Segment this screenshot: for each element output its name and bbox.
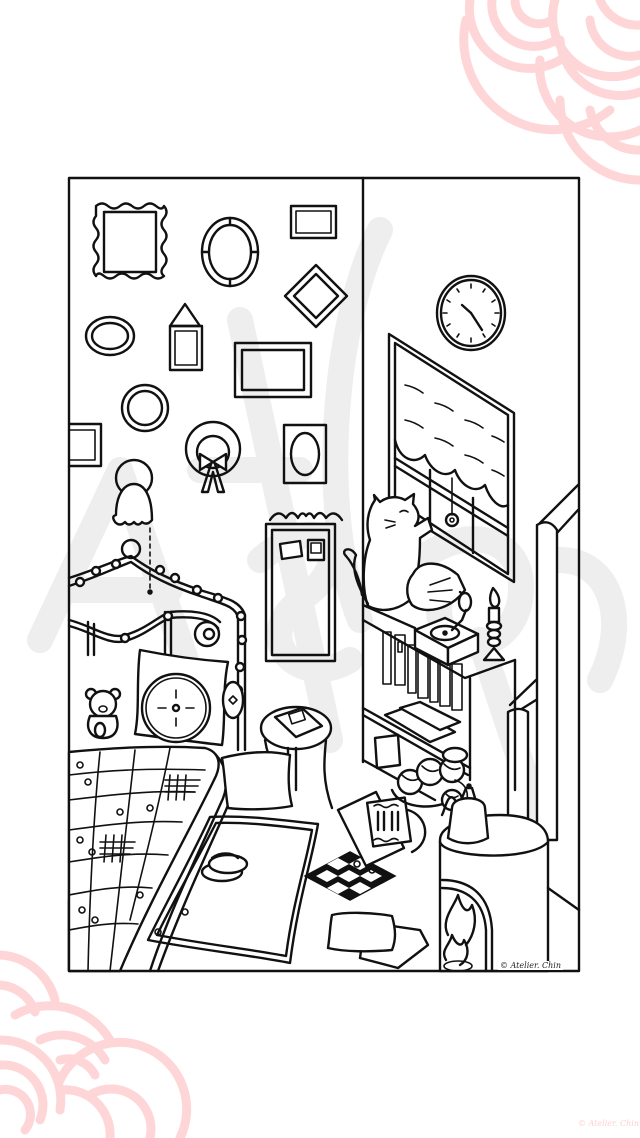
quilt-plaid-patch [99,774,201,863]
slippers [200,852,249,883]
house-shaped-frame [168,302,204,372]
oval-portrait-frame [282,423,328,485]
diamond-frame [283,263,349,329]
clock-minute-hand [469,311,484,332]
book-on-table [273,706,324,739]
oval-frame [84,315,136,357]
floor-pillow [326,911,430,970]
kettle [440,783,490,845]
bolster [221,680,245,720]
vinyl-record [336,790,427,868]
quilt-flower-patches [76,761,154,924]
small-rect-frame [289,204,338,240]
artist-signature: © Atelier. Chin [498,961,563,970]
fire [442,893,477,972]
landscape-frame [233,341,313,399]
teddy-bear [84,687,122,740]
floor-cushion [220,751,294,811]
candle [482,586,506,662]
jar [373,733,469,770]
outer-frame [67,176,581,973]
wave-decoration-top-right [459,0,640,185]
oval-mirror-frame [200,216,260,288]
memo-board-mirror [264,511,344,663]
rug [146,815,320,965]
wreath-with-bow [184,420,242,494]
round-cushion [140,672,212,744]
round-frame [120,383,170,433]
gramophone [406,562,480,667]
clock-hour-hand [460,303,473,315]
wave-decoration-bottom-left [0,950,192,1138]
stove-pipe [506,483,580,842]
wall-clock [435,274,507,352]
wavy-picture-frame [92,202,168,280]
books [382,631,463,744]
window-with-blind [387,332,516,584]
wall-lamp [112,458,154,595]
partial-frame-left [67,422,103,468]
artist-signature-corner: © Atelier. Chin [578,1119,639,1128]
blind-folds [404,384,505,477]
